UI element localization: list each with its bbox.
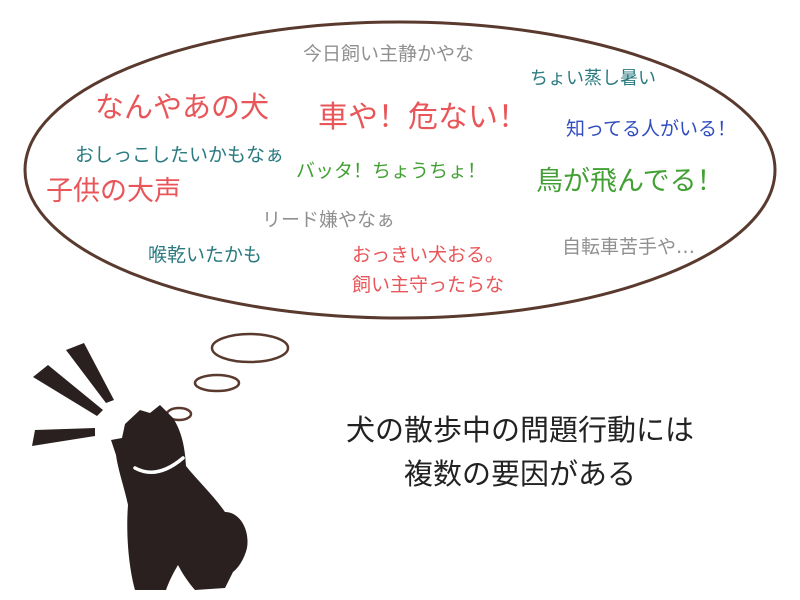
thought-word-child-voice: 子供の大声 bbox=[46, 176, 181, 207]
barking-dog-silhouette-icon bbox=[111, 405, 248, 590]
thought-word-grasshopper-butterfly: バッタ！ちょうちょ！ bbox=[296, 160, 487, 182]
caption-line-1: 犬の散歩中の問題行動には bbox=[345, 413, 694, 447]
thought-trail-medium bbox=[193, 373, 241, 393]
caption-line-2: 複数の要因がある bbox=[403, 457, 636, 491]
thought-word-quiet-owner: 今日飼い主静かやな bbox=[303, 43, 475, 65]
thought-word-humid: ちょい蒸し暑い bbox=[530, 68, 656, 89]
bark-lines-icon bbox=[32, 343, 114, 446]
thought-word-dislike-leash: リード嫌やなぁ bbox=[262, 209, 396, 231]
thought-word-pee: おしっこしたいかもなぁ bbox=[75, 144, 285, 166]
thought-word-that-dog: なんやあの犬 bbox=[95, 90, 270, 124]
thought-word-bird-flying: 鳥が飛んでる！ bbox=[536, 166, 724, 197]
thought-word-big-dog: おっきい犬おる。 bbox=[352, 244, 505, 266]
thought-word-known-person: 知ってる人がいる！ bbox=[566, 118, 737, 140]
thought-word-thirsty: 喉乾いたかも bbox=[148, 244, 263, 266]
thought-word-bicycle: 自転車苦手や… bbox=[562, 236, 696, 258]
thought-word-car-danger: 車や！危ない！ bbox=[318, 100, 528, 135]
thought-trail-large bbox=[210, 332, 290, 364]
thought-word-protect-owner: 飼い主守ったらな bbox=[352, 274, 505, 296]
dog-collar bbox=[133, 456, 185, 474]
thought-bubble bbox=[23, 20, 777, 320]
caption: 犬の散歩中の問題行動には 複数の要因がある bbox=[300, 408, 740, 496]
